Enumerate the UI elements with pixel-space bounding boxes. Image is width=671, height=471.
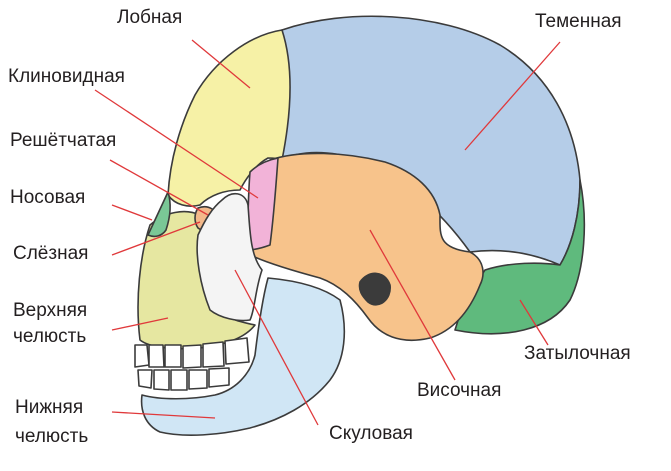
label-nasal: Носовая bbox=[10, 187, 86, 208]
label-mandible-line2: челюсть bbox=[15, 426, 89, 447]
label-ethmoid: Решётчатая bbox=[10, 130, 117, 151]
label-zygomatic: Скуловая bbox=[329, 423, 413, 444]
label-sphenoid: Клиновидная bbox=[8, 66, 125, 87]
leader-ethmoid bbox=[109, 159, 209, 216]
teeth bbox=[134, 337, 250, 391]
leader-zygomatic bbox=[234, 269, 319, 426]
leader-occipital bbox=[519, 299, 549, 346]
leader-lacrimal bbox=[111, 221, 201, 256]
label-occipital: Затылочная bbox=[524, 343, 631, 364]
leader-mandible bbox=[111, 411, 216, 419]
leader-temporal bbox=[369, 229, 456, 381]
label-maxilla-line1: Верхняя bbox=[13, 300, 88, 321]
leader-maxilla bbox=[111, 317, 169, 331]
label-temporal: Височная bbox=[417, 380, 502, 401]
label-maxilla-line2: челюсть bbox=[13, 326, 87, 347]
temporal-bone bbox=[249, 152, 484, 342]
ear-canal bbox=[358, 272, 391, 306]
leader-parietal bbox=[464, 41, 561, 151]
label-frontal: Лобная bbox=[117, 7, 183, 28]
leader-frontal bbox=[191, 39, 251, 89]
mandible-bone bbox=[140, 277, 346, 436]
leader-sphenoid bbox=[94, 89, 259, 199]
label-lacrimal: Слёзная bbox=[13, 243, 89, 264]
label-parietal: Теменная bbox=[535, 11, 622, 32]
leader-nasal bbox=[111, 204, 153, 221]
label-mandible-line1: Нижняя bbox=[15, 397, 84, 418]
nasal-bone bbox=[147, 191, 171, 238]
